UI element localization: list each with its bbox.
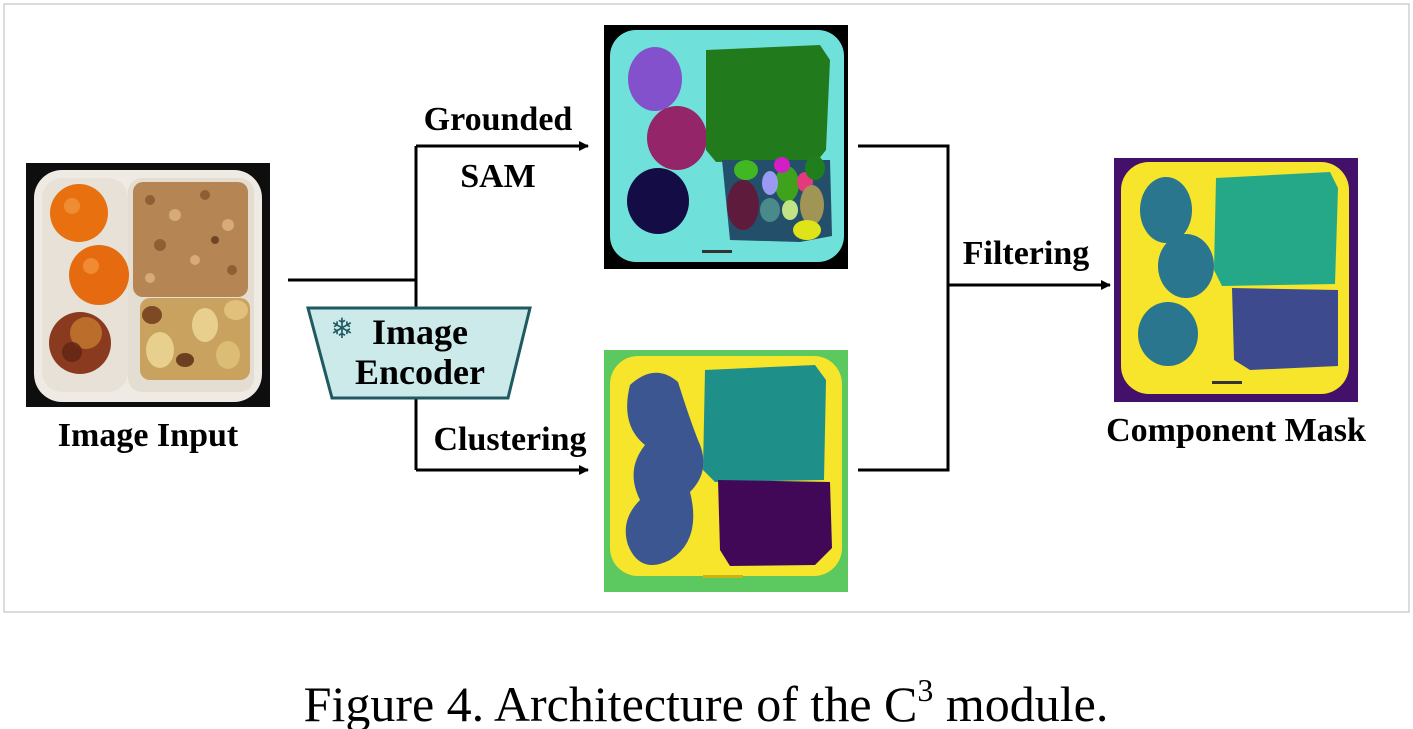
caption-superscript: 3 [917, 672, 933, 708]
encoder-label-line2: Encoder [355, 352, 485, 392]
image-input-label: Image Input [58, 417, 239, 454]
filtering-label: Filtering [963, 235, 1090, 272]
image-encoder-shape [306, 306, 532, 400]
clustering-label: Clustering [434, 421, 587, 458]
figure-caption: Figure 4. Architecture of the C3 module. [304, 672, 1109, 729]
grounded-label: Grounded [424, 101, 573, 138]
sam-label: SAM [460, 158, 536, 195]
figure-frame [3, 3, 1410, 613]
input-food-image [26, 163, 270, 407]
component-mask-image [1114, 158, 1358, 402]
caption-suffix: module. [933, 676, 1108, 729]
image-encoder-block: ❄ Image Encoder [306, 306, 532, 400]
grounded-sam-mask [604, 25, 848, 269]
component-mask-label: Component Mask [1106, 412, 1366, 449]
caption-prefix: Figure 4. Architecture of the C [304, 676, 918, 729]
encoder-label-line1: Image [372, 312, 468, 352]
clustering-mask [604, 350, 848, 592]
snowflake-icon: ❄ [330, 312, 353, 345]
sam-merge-line [858, 144, 950, 472]
